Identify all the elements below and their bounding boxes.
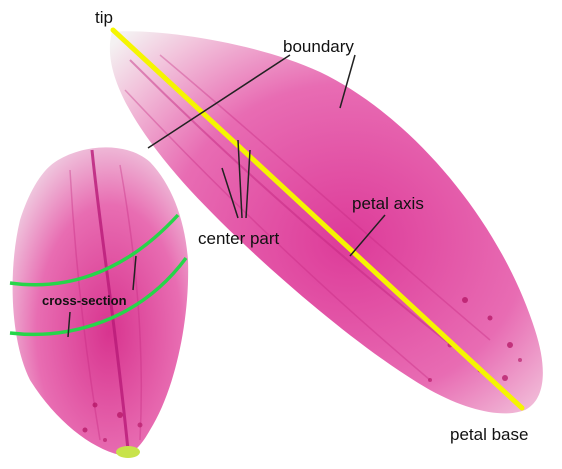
- label-center-part: center part: [198, 229, 280, 248]
- label-cross-section: cross-section: [42, 293, 127, 308]
- label-petal-axis: petal axis: [352, 194, 424, 213]
- label-boundary: boundary: [283, 37, 354, 56]
- label-tip: tip: [95, 8, 113, 27]
- left-petal-base: [116, 446, 140, 458]
- label-petal-base: petal base: [450, 425, 528, 444]
